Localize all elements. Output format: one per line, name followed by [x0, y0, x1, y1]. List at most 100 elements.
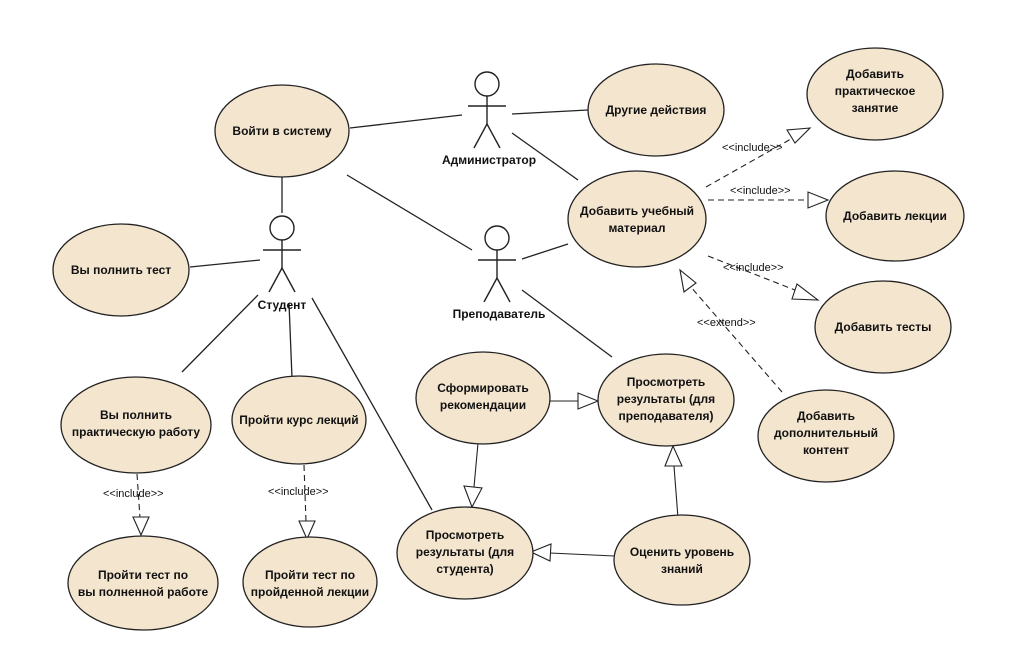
assoc-student-viewstudent	[311, 297, 433, 511]
use-case-login: Войти в систему	[214, 84, 350, 178]
use-case-add-material: Добавить учебный материал	[567, 170, 707, 268]
gen-assess-viewstudent	[549, 552, 615, 557]
use-case-add-content: Добавить дополнительный контент	[757, 389, 895, 483]
use-case-do-practice-line-1: Вы полнить	[100, 408, 172, 422]
actor-teacher: Преподаватель	[453, 225, 546, 321]
arrowhead-practice	[786, 127, 812, 144]
assoc-student-practice	[181, 294, 259, 373]
actor-teacher-left-leg	[483, 277, 498, 303]
assoc-student-lecture	[288, 302, 293, 379]
use-case-test-lecture: Пройти тест по пройденной лекции	[242, 536, 378, 628]
use-case-add-practice-shape	[806, 47, 944, 141]
use-case-other-label: Другие действия	[606, 103, 707, 117]
arrowhead-lectures	[807, 191, 830, 209]
use-case-login-shape	[214, 84, 350, 178]
use-case-add-material-line-1: Добавить учебный	[580, 204, 694, 218]
use-case-assess-knowledge: Оценить уровень знаний	[613, 514, 751, 606]
use-case-do-practice-line-2: практическую работу	[72, 425, 201, 439]
arrowhead-assess-viewteacher	[664, 444, 683, 467]
arrowhead-reco-viewstudent	[463, 485, 483, 509]
use-case-view-teacher-results: Просмотреть результаты (для преподавател…	[597, 353, 735, 447]
use-case-form-recommendations-shape	[415, 351, 551, 445]
use-case-view-student-results-line-3: студента)	[436, 562, 493, 576]
use-case-form-recommendations-line-2: рекомендации	[440, 398, 526, 412]
assoc-login-admin	[349, 114, 463, 129]
use-case-add-material-line-2: материал	[609, 221, 666, 235]
use-case-view-student-results-shape	[396, 506, 534, 600]
stereotype-include-lectures: <<include>>	[730, 185, 791, 197]
actor-teacher-label: Преподаватель	[453, 307, 546, 321]
use-case-do-practice: Вы полнить практическую работу	[60, 376, 212, 474]
dep-practice-testpractice	[136, 473, 141, 519]
use-cases: Войти в систему Другие действия Добавить…	[52, 47, 965, 631]
use-case-add-tests-label: Добавить тесты	[835, 320, 932, 334]
use-case-do-practice-shape	[60, 376, 212, 474]
use-case-view-teacher-results-line-2: результаты (для	[617, 392, 715, 406]
use-case-add-tests: Добавить тесты	[814, 280, 952, 374]
arrowhead-testpractice	[132, 516, 150, 537]
use-case-view-student-results-line-2: результаты (для	[416, 545, 514, 559]
use-case-test-lecture-shape	[242, 536, 378, 628]
associations	[181, 109, 613, 511]
use-case-view-student-results-line-1: Просмотреть	[426, 528, 505, 542]
use-case-add-content-line-3: контент	[803, 443, 849, 457]
dep-material-tests	[707, 255, 801, 293]
actor-admin-right-leg	[486, 123, 501, 149]
use-case-add-practice-line-3: занятие	[852, 101, 899, 115]
stick-figure-icon	[263, 215, 301, 293]
assoc-student-runtest	[189, 259, 261, 268]
use-case-lecture-course-label: Пройти курс лекций	[239, 413, 358, 427]
use-case-view-teacher-results-line-3: преподавателя)	[618, 409, 713, 423]
actor-teacher-right-leg	[496, 277, 511, 303]
arrowhead-testlecture	[298, 520, 316, 541]
use-case-form-recommendations: Сформировать рекомендации	[415, 351, 551, 445]
actor-student-left-leg	[268, 267, 283, 293]
stick-figure-icon	[478, 225, 516, 303]
use-case-add-lectures-label: Добавить лекции	[843, 209, 947, 223]
stereotype-labels: <<include>> <<include>> <<include>> <<ex…	[103, 142, 791, 500]
gen-assess-viewteacher	[673, 465, 679, 519]
stereotype-include-testpractice: <<include>>	[103, 488, 164, 500]
use-case-add-practice-line-1: Добавить	[846, 67, 904, 81]
actor-admin-label: Администратор	[442, 153, 536, 167]
generalizations	[463, 392, 683, 562]
actor-teacher-head	[484, 225, 510, 251]
actor-student-label: Студент	[258, 298, 307, 312]
use-case-add-lectures-shape	[825, 170, 965, 262]
use-case-add-content-shape	[757, 389, 895, 483]
use-case-test-lecture-line-2: пройденной лекции	[251, 585, 369, 599]
gen-reco-viewstudent	[473, 442, 479, 488]
use-case-view-teacher-results-line-1: Просмотреть	[627, 375, 706, 389]
use-case-add-practice: Добавить практическое занятие	[806, 47, 944, 141]
use-case-add-content-line-1: Добавить	[797, 409, 855, 423]
use-case-add-content-line-2: дополнительный	[774, 426, 878, 440]
use-case-test-practice-shape	[67, 535, 219, 631]
use-case-run-test-label: Вы полнить тест	[71, 263, 171, 277]
dependencies	[132, 127, 830, 541]
use-case-view-teacher-results-shape	[597, 353, 735, 447]
actor-student-right-leg	[281, 267, 296, 293]
use-case-test-lecture-line-1: Пройти тест по	[265, 568, 355, 582]
arrowhead-reco-viewteacher	[577, 392, 600, 410]
assoc-admin-material	[511, 132, 579, 181]
arrowhead-tests	[791, 283, 820, 301]
dep-material-practice	[705, 134, 799, 188]
use-case-add-material-shape	[567, 170, 707, 268]
stick-figure-icon	[468, 71, 506, 149]
use-case-assess-knowledge-line-1: Оценить уровень	[630, 545, 734, 559]
use-case-test-practice: Пройти тест по вы полненной работе	[67, 535, 219, 631]
use-case-add-lectures: Добавить лекции	[825, 170, 965, 262]
use-case-test-practice-line-1: Пройти тест по	[98, 568, 188, 582]
actor-student-head	[269, 215, 295, 241]
actor-admin-left-leg	[473, 123, 488, 149]
stereotype-include-testlecture: <<include>>	[268, 486, 329, 498]
use-case-form-recommendations-line-1: Сформировать	[437, 381, 528, 395]
use-case-run-test-shape	[52, 223, 190, 317]
use-case-assess-knowledge-shape	[613, 514, 751, 606]
use-case-run-test: Вы полнить тест	[52, 223, 190, 317]
use-case-other: Другие действия	[587, 63, 725, 157]
use-case-login-label: Войти в систему	[232, 124, 332, 138]
use-case-test-practice-line-2: вы полненной работе	[78, 585, 209, 599]
assoc-login-teacher	[346, 174, 473, 251]
